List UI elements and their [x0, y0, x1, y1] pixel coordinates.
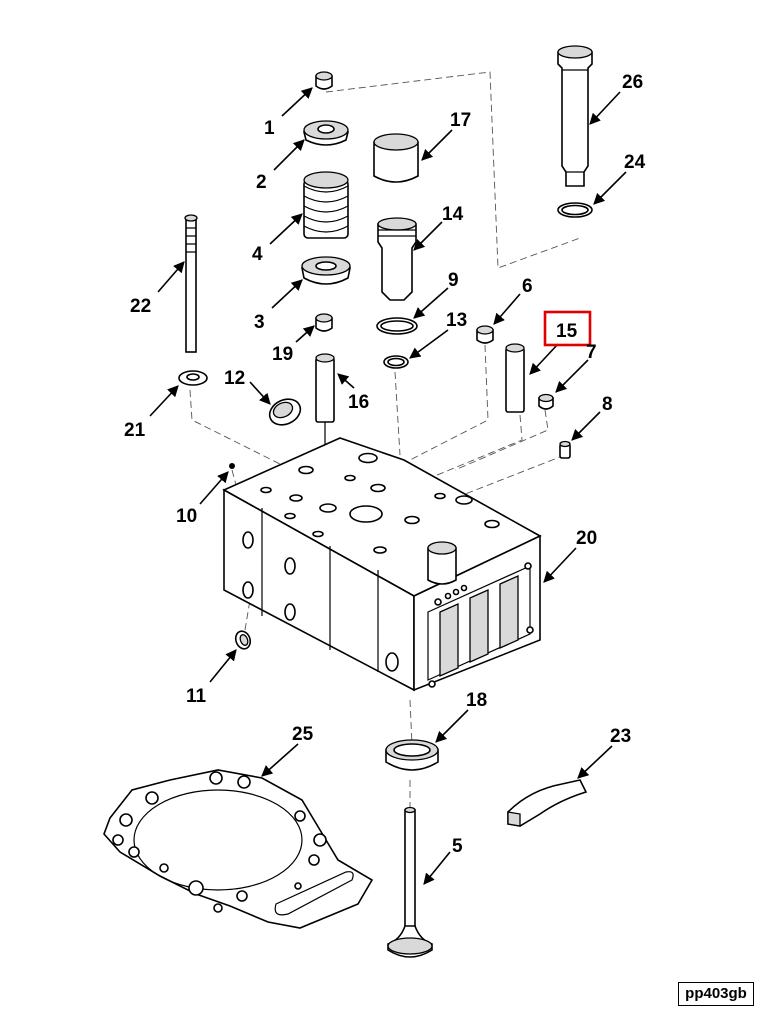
callout-3: 3: [254, 312, 265, 333]
callout-22: 22: [130, 296, 151, 317]
part-12-plug: [268, 398, 302, 426]
callout-24: 24: [624, 152, 646, 173]
part-9-o-ring: [376, 317, 418, 335]
part-19-valve-seal: [315, 313, 333, 332]
callout-11: 11: [186, 686, 207, 707]
part-16-valve-guide: [315, 353, 335, 510]
callout-23: 23: [610, 726, 631, 747]
part-14-injector-sleeve: [377, 217, 417, 301]
callout-1: 1: [264, 118, 275, 139]
leader-lines: [149, 87, 627, 885]
callout-5: 5: [452, 836, 463, 857]
callout-14: 14: [442, 204, 464, 225]
part-5-valve: [387, 806, 433, 958]
part-23-rocker-lever: [507, 779, 588, 827]
callout-21: 21: [124, 420, 146, 441]
callout-17: 17: [450, 110, 471, 131]
part-8-dowel-pin: [559, 440, 571, 459]
part-26-tube: [557, 45, 593, 187]
assembly-guide-lines: [189, 71, 581, 810]
callout-labels: 1 2 4 3 19 22 21 12 16 17 14 9 13 6 15 7…: [124, 72, 646, 857]
part-2-spring-retainer: [302, 120, 350, 146]
callout-25: 25: [292, 724, 314, 745]
part-22-stud-bolt: [184, 214, 198, 353]
callout-15: 15: [556, 321, 578, 342]
callout-26: 26: [622, 72, 643, 93]
callout-9: 9: [448, 270, 459, 291]
part-17-cup: [373, 133, 419, 183]
part-20-cylinder-head: [222, 437, 542, 692]
callout-19: 19: [272, 344, 293, 365]
part-10-small-pin: [229, 463, 235, 469]
callout-6: 6: [522, 276, 533, 297]
part-4-valve-spring: [303, 171, 349, 239]
callout-16: 16: [348, 392, 369, 413]
part-15-sleeve: [505, 343, 525, 413]
part-11-seal-ring: [234, 630, 252, 650]
part-25-head-gasket: [103, 769, 374, 929]
callout-12: 12: [224, 368, 245, 389]
part-18-valve-seat-insert: [385, 739, 439, 771]
part-21-washer: [178, 370, 208, 386]
part-1-valve-cap: [315, 71, 333, 90]
callout-13: 13: [446, 310, 467, 331]
drawing-code-label: pp403gb: [678, 982, 754, 1006]
part-6-bushing: [476, 325, 494, 344]
part-24-o-ring: [557, 202, 593, 218]
callout-10: 10: [176, 506, 197, 527]
callout-20: 20: [576, 528, 597, 549]
callout-15-highlight-box: [543, 310, 592, 347]
part-7-plug: [538, 393, 554, 410]
callout-4: 4: [252, 244, 263, 265]
callout-7: 7: [586, 342, 597, 363]
callout-2: 2: [256, 172, 267, 193]
part-3-spring-seat: [301, 256, 351, 285]
part-13-o-ring: [383, 355, 409, 369]
callout-8: 8: [602, 394, 613, 415]
callout-18: 18: [466, 690, 487, 711]
